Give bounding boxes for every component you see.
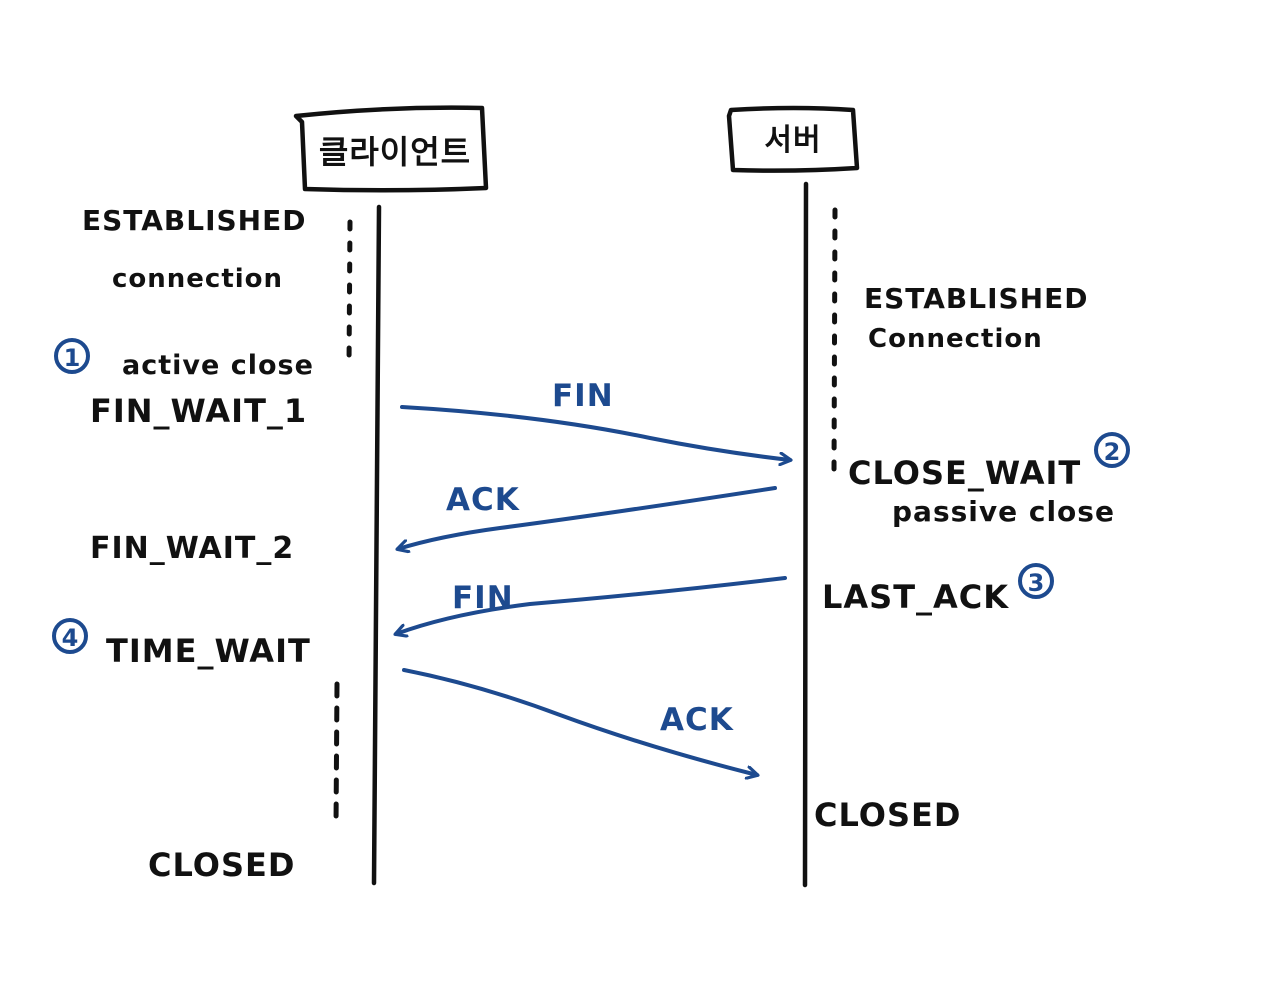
message-ack-1: ACK bbox=[398, 482, 777, 549]
server-established-dots bbox=[831, 207, 838, 476]
client-established-text: ESTABLISHED bbox=[82, 204, 306, 237]
message-fin-1-arrow bbox=[400, 405, 790, 460]
step-marker-4-circle bbox=[52, 618, 88, 654]
message-ack-2-label: ACK bbox=[660, 702, 734, 738]
server-closed-text: CLOSED bbox=[814, 796, 961, 834]
client-closed-text: CLOSED bbox=[148, 846, 295, 884]
message-fin-2-label: FIN bbox=[452, 580, 514, 616]
step-marker-2: 2 bbox=[1094, 432, 1130, 468]
client-established-dots bbox=[346, 219, 353, 369]
client-fin-wait-1-text: FIN_WAIT_1 bbox=[90, 392, 307, 430]
client-fin-wait-2-text: FIN_WAIT_2 bbox=[90, 531, 294, 566]
step-marker-3-number: 3 bbox=[1028, 569, 1045, 597]
client-box bbox=[293, 105, 489, 193]
step-marker-4-number: 4 bbox=[62, 624, 79, 652]
server-participant: 서버 bbox=[726, 105, 860, 173]
step-marker-2-number: 2 bbox=[1104, 438, 1121, 466]
server-established-text: ESTABLISHED bbox=[864, 282, 1088, 315]
step-marker-1: 1 bbox=[54, 338, 90, 374]
message-ack-1-arrow bbox=[398, 486, 777, 549]
client-active-close-text: active close bbox=[122, 350, 314, 381]
server-passive-close-text: passive close bbox=[892, 495, 1115, 528]
server-close-wait-text: CLOSE_WAIT bbox=[848, 454, 1081, 492]
step-marker-1-number: 1 bbox=[64, 344, 81, 372]
client-connection-text: connection bbox=[112, 264, 283, 294]
message-fin-1-label: FIN bbox=[552, 378, 614, 414]
message-ack-1-label: ACK bbox=[446, 482, 520, 518]
server-lifeline bbox=[802, 181, 809, 888]
client-label: 클라이언트 bbox=[319, 133, 471, 171]
step-marker-4: 4 bbox=[52, 618, 88, 654]
message-ack-2: ACK bbox=[402, 668, 757, 775]
server-label: 서버 bbox=[764, 123, 821, 158]
step-marker-2-circle bbox=[1094, 432, 1130, 468]
message-fin-2-arrow bbox=[396, 576, 787, 634]
server-last-ack-text: LAST_ACK bbox=[822, 578, 1009, 616]
client-time-wait-text: TIME_WAIT bbox=[106, 632, 311, 670]
message-ack-2-arrow bbox=[402, 668, 757, 775]
step-marker-3: 3 bbox=[1018, 563, 1054, 599]
server-connection-text: Connection bbox=[868, 324, 1043, 354]
client-participant: 클라이언트 bbox=[293, 105, 489, 193]
message-fin-1: FIN bbox=[400, 378, 790, 460]
step-marker-1-circle bbox=[54, 338, 90, 374]
client-lifeline bbox=[371, 204, 382, 886]
message-fin-2: FIN bbox=[396, 576, 787, 634]
step-marker-3-circle bbox=[1018, 563, 1054, 599]
client-time-wait-dots bbox=[333, 681, 340, 829]
server-box bbox=[726, 105, 860, 173]
